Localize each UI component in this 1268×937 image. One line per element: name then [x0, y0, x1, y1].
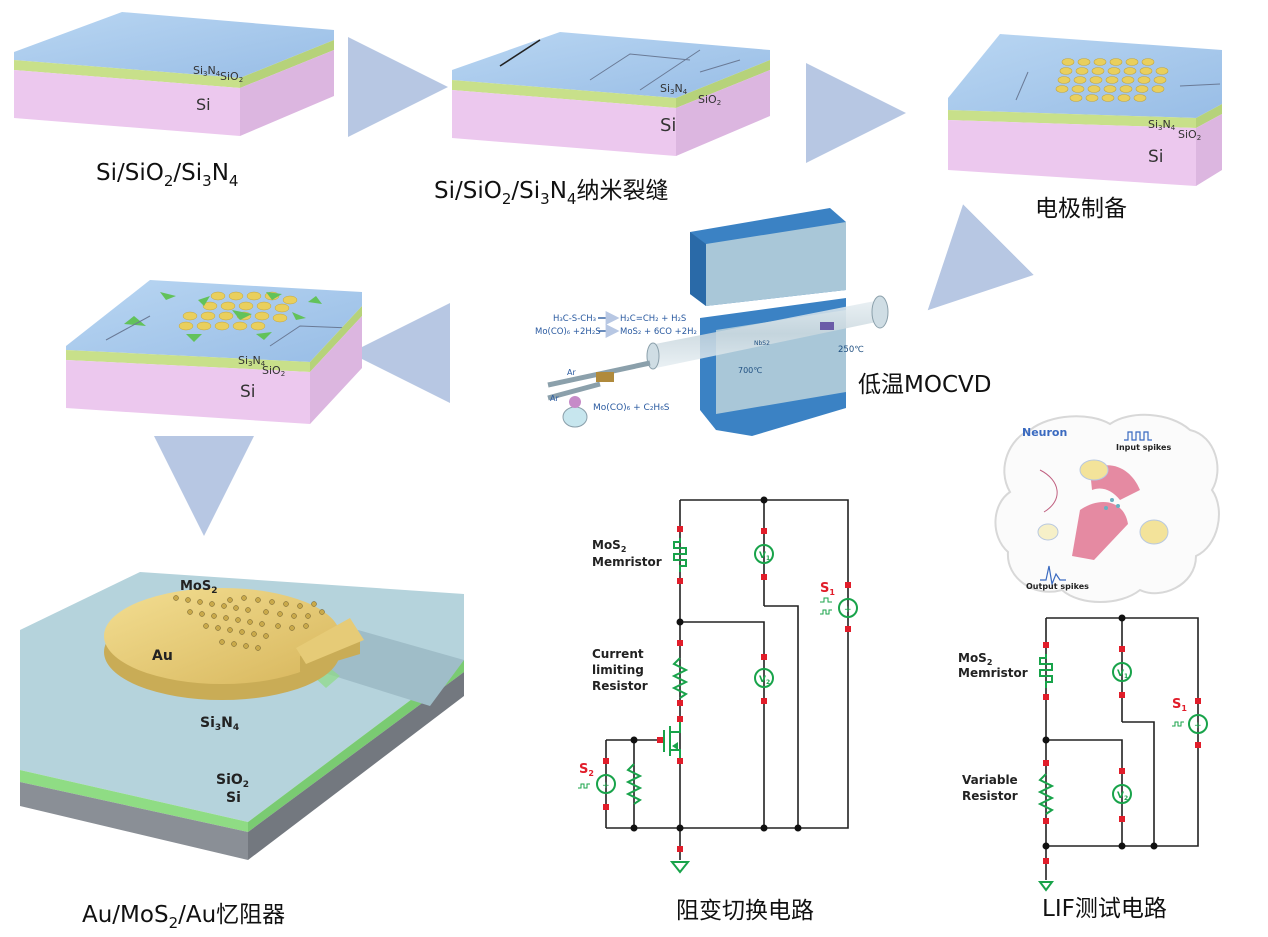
memristor-device: MoS2 Au Si3N4 SiO2 Si — [20, 572, 464, 860]
wafer-step3: Si3N4 SiO2 Si — [948, 34, 1222, 186]
quartz-tube — [650, 300, 886, 368]
svg-text:SiO2: SiO2 — [216, 772, 249, 790]
caption-device: Au/MoS2/Au忆阻器 — [82, 902, 285, 932]
svg-text:MoS2: MoS2 — [592, 538, 626, 554]
svg-text:Si3N4: Si3N4 — [200, 715, 239, 733]
svg-text:NbS2: NbS2 — [754, 340, 770, 347]
svg-text:H₂C=CH₂ + H₂S: H₂C=CH₂ + H₂S — [620, 314, 686, 324]
transistor-symbol — [663, 722, 681, 760]
svg-text:Si: Si — [1148, 147, 1164, 167]
caption-step1: Si/SiO2/Si3N4 — [96, 160, 238, 190]
svg-text:Ar: Ar — [567, 368, 576, 377]
svg-text:MoS2: MoS2 — [958, 651, 992, 667]
svg-text:Variable: Variable — [962, 773, 1018, 787]
voltmeter-v1 — [1112, 662, 1132, 682]
ground-icon — [669, 861, 691, 874]
svg-text:Au: Au — [152, 648, 173, 664]
svg-text:Mo(CO)₆ +2H₂S: Mo(CO)₆ +2H₂S — [535, 327, 601, 337]
svg-text:SiO2: SiO2 — [262, 364, 285, 378]
svg-text:Neuron: Neuron — [1022, 426, 1067, 439]
svg-text:limiting: limiting — [592, 663, 644, 677]
ground-icon — [1038, 881, 1054, 892]
svg-text:Memristor: Memristor — [958, 666, 1028, 680]
si3n4-top-face — [948, 34, 1222, 118]
svg-text:Output spikes: Output spikes — [1026, 582, 1089, 591]
svg-text:S2: S2 — [579, 762, 594, 778]
caption-step3: 电极制备 — [1035, 196, 1127, 222]
si3n4-top-face — [452, 32, 770, 98]
svg-text:Mo(CO)₆ + C₂H₆S: Mo(CO)₆ + C₂H₆S — [593, 403, 670, 413]
terminal-nodes — [603, 526, 851, 852]
svg-text:Si: Si — [660, 115, 676, 136]
svg-text:250℃: 250℃ — [838, 345, 864, 355]
svg-text:S1: S1 — [820, 581, 835, 597]
switching-circuit: + + V1 V2 S1 S2 MoS2 Memristor Current l… — [578, 496, 858, 874]
source-s1: + — [838, 598, 858, 618]
resistor-symbol — [671, 657, 689, 699]
voltmeter-v2 — [1112, 784, 1132, 804]
svg-text:V2: V2 — [759, 675, 770, 686]
caption-step2: Si/SiO2/Si3N4纳米裂缝 — [434, 178, 668, 208]
svg-text:Si: Si — [240, 382, 256, 402]
svg-text:Si3N4: Si3N4 — [660, 82, 688, 96]
svg-text:Current: Current — [592, 647, 644, 661]
svg-text:Memristor: Memristor — [592, 555, 662, 569]
svg-text:700℃: 700℃ — [738, 366, 762, 375]
svg-text:MoS₂ + 6CO +2H₂: MoS₂ + 6CO +2H₂ — [620, 327, 697, 337]
sio2-layer — [14, 60, 240, 88]
si-layer — [14, 70, 240, 136]
resistor-symbol — [1037, 773, 1055, 815]
voltmeter-v2 — [754, 668, 774, 688]
source-s1: + — [1188, 714, 1208, 734]
voltmeter-v1 — [754, 544, 774, 564]
wafer-step1: Si3N4 SiO2 Si — [14, 12, 334, 136]
resistor-gate — [625, 763, 643, 805]
svg-text:+: + — [1194, 721, 1202, 731]
svg-text:MoS2: MoS2 — [180, 579, 218, 596]
junction-dots — [1042, 614, 1158, 850]
neuron-illustration: Neuron Input spikes Output spikes — [994, 413, 1220, 603]
si3n4-top-face — [14, 12, 334, 78]
terminal-nodes — [1043, 642, 1201, 864]
svg-text:Ar: Ar — [550, 394, 559, 403]
svg-text:SiO2: SiO2 — [220, 70, 243, 84]
si3n4-top-face — [66, 280, 362, 362]
svg-text:Si3N4: Si3N4 — [238, 354, 266, 368]
mocvd-furnace: H₃C-S-CH₃ H₂C=CH₂ + H₂S Mo(CO)₆ +2H₂S Mo… — [535, 208, 889, 436]
svg-text:H₃C-S-CH₃: H₃C-S-CH₃ — [553, 314, 596, 324]
electrodes — [178, 291, 298, 331]
svg-text:Resistor: Resistor — [592, 679, 648, 693]
svg-text:Si3N4: Si3N4 — [1148, 118, 1176, 132]
svg-text:V2: V2 — [1117, 791, 1128, 802]
arrow-3-to-mocvd — [927, 204, 1034, 311]
svg-text:SiO2: SiO2 — [1178, 128, 1201, 142]
junction-dots — [630, 496, 802, 832]
electrode-array — [1055, 58, 1169, 102]
svg-text:V1: V1 — [759, 551, 770, 562]
svg-text:Si: Si — [226, 790, 241, 806]
lif-circuit: + V1 V2 S1 MoS2 Memristor Variable Resis… — [958, 614, 1208, 892]
memristor-symbol — [673, 538, 687, 572]
caption-mocvd: 低温MOCVD — [858, 372, 991, 398]
wafer-step4: Si3N4 SiO2 Si — [66, 280, 362, 424]
caption-lif-circuit: LIF测试电路 — [1042, 896, 1167, 922]
svg-text:Resistor: Resistor — [962, 789, 1018, 803]
svg-text:+: + — [844, 605, 852, 615]
mos2-flakes — [124, 292, 322, 342]
source-s2: + — [596, 774, 616, 794]
si-label: Si — [196, 95, 211, 114]
caption-switching-circuit: 阻变切换电路 — [676, 898, 814, 924]
svg-text:V1: V1 — [1117, 669, 1128, 680]
svg-text:Input spikes: Input spikes — [1116, 443, 1171, 452]
svg-text:Si3N4: Si3N4 — [193, 64, 221, 78]
svg-text:SiO2: SiO2 — [698, 93, 721, 107]
mos2-nanostructure — [173, 595, 325, 651]
wafer-step2: Si3N4 SiO2 Si — [452, 32, 770, 156]
svg-text:+: + — [602, 781, 610, 791]
svg-text:S1: S1 — [1172, 697, 1187, 713]
memristor-symbol — [1039, 654, 1053, 688]
